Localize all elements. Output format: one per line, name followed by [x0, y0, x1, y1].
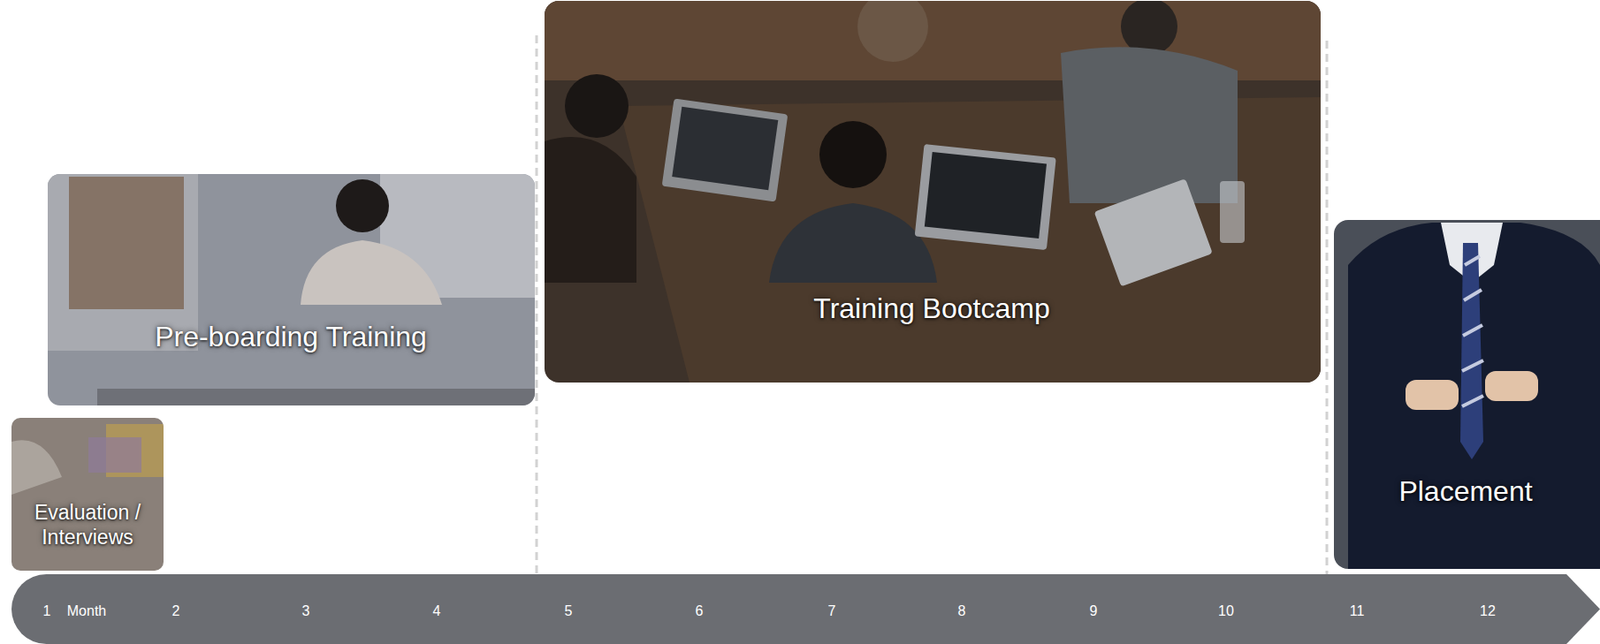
- phase-box: Pre-boarding Training: [47, 174, 535, 406]
- phase-label: Placement: [1341, 474, 1590, 509]
- phase-box: Training Bootcamp: [544, 0, 1321, 383]
- timeline-arrow-shape: [11, 574, 1600, 644]
- placement-photo: [1333, 220, 1600, 570]
- text-slot: Placement: [1341, 474, 1590, 509]
- text-slot: 3: [270, 602, 342, 620]
- phase-divider: [535, 35, 539, 608]
- text-slot: 7: [796, 602, 868, 620]
- month-label: 7: [796, 602, 868, 620]
- month-label: 6: [663, 602, 735, 620]
- evaluation-photo: [11, 418, 164, 572]
- month-label: 12: [1452, 602, 1524, 620]
- text-slot: 5: [533, 602, 604, 620]
- text-slot: 2: [140, 602, 212, 620]
- text-slot: 9: [1058, 602, 1129, 620]
- month-label: 8: [926, 602, 998, 620]
- timeline-band: 1Month23456789101112: [11, 574, 1600, 644]
- month-label: 5: [533, 602, 604, 620]
- preboarding-photo: [47, 174, 535, 406]
- month-label: 10: [1190, 602, 1262, 620]
- phase-label: Pre-boarding Training: [56, 320, 526, 354]
- text-slot: 11: [1321, 602, 1393, 620]
- phase-label: Training Bootcamp: [666, 291, 1197, 326]
- bootcamp-photo: [544, 0, 1321, 383]
- phase-divider: [1325, 40, 1329, 613]
- month-label: 2: [140, 602, 212, 620]
- text-slot: 12: [1452, 602, 1524, 620]
- month-label: 9: [1058, 602, 1129, 620]
- text-slot: 6: [663, 602, 735, 620]
- text-slot: Month: [51, 602, 122, 620]
- text-slot: Evaluation / Interviews: [15, 501, 160, 550]
- text-slot: 8: [926, 602, 998, 620]
- text-slot: Training Bootcamp: [666, 291, 1197, 326]
- text-slot: Pre-boarding Training: [56, 320, 526, 354]
- phase-box: Placement: [1333, 220, 1600, 570]
- text-slot: 4: [401, 602, 473, 620]
- phase-label: Evaluation / Interviews: [15, 501, 160, 550]
- month-label: 11: [1321, 602, 1393, 620]
- month-label: Month: [51, 602, 122, 620]
- month-label: 3: [270, 602, 342, 620]
- month-label: 4: [401, 602, 473, 620]
- phase-box: Evaluation / Interviews: [11, 418, 164, 572]
- text-slot: 10: [1190, 602, 1262, 620]
